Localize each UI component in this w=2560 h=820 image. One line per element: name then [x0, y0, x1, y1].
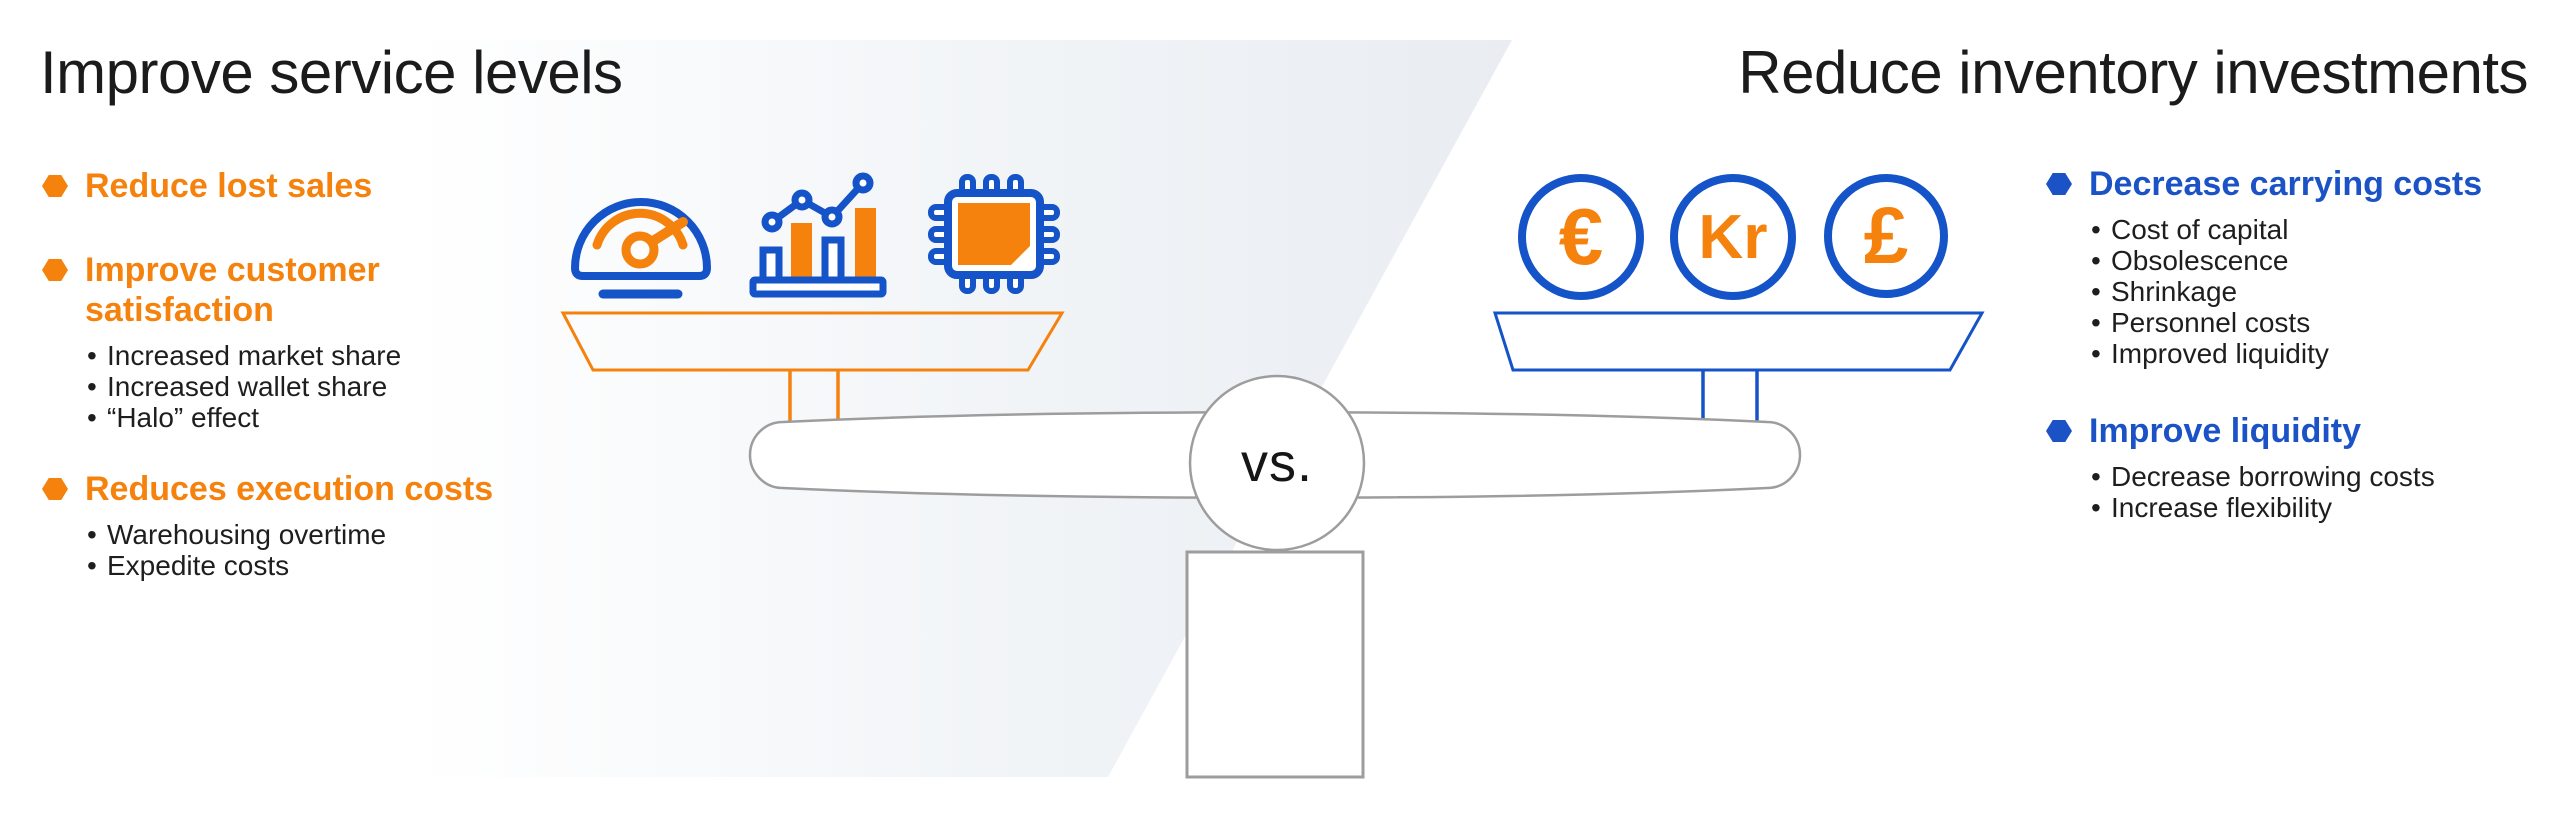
- hexagon-bullet-icon: [42, 175, 68, 197]
- hexagon-bullet-icon: [2046, 420, 2072, 442]
- krona-symbol: Kr: [1698, 202, 1768, 272]
- left-pan-stems: [788, 370, 840, 426]
- pound-coin-icon: [1824, 174, 1948, 298]
- list-item: Improve liquidity Decrease borrowing cos…: [2046, 411, 2546, 523]
- list-item: Reduces execution costs Warehousing over…: [42, 469, 602, 581]
- scale-pedestal: [1185, 550, 1365, 779]
- sub-bullet: Personnel costs: [2089, 307, 2482, 338]
- sub-bullet: Increased market share: [85, 340, 415, 371]
- hexagon-bullet-icon: [2046, 173, 2072, 195]
- krona-coin-icon: [1670, 174, 1796, 300]
- sub-bullet: Improved liquidity: [2089, 338, 2482, 369]
- sub-bullet: Warehousing overtime: [85, 519, 493, 550]
- left-bullet-list: Reduce lost sales Improve customer satis…: [42, 166, 602, 581]
- right-bullet-list: Decrease carrying costs Cost of capital …: [2046, 164, 2546, 523]
- right-pan-stems: [1701, 370, 1759, 426]
- sub-bullet: Shrinkage: [2089, 276, 2482, 307]
- sub-bullet: Increased wallet share: [85, 371, 415, 402]
- hexagon-bullet-icon: [42, 478, 68, 500]
- bar-chart-icon: [749, 172, 887, 298]
- sub-bullet: Increase flexibility: [2089, 492, 2435, 523]
- list-item: Decrease carrying costs Cost of capital …: [2046, 164, 2546, 369]
- pound-symbol: £: [1863, 191, 1909, 280]
- list-item: Reduce lost sales: [42, 166, 602, 206]
- euro-symbol: €: [1558, 192, 1604, 281]
- chip-icon: [928, 174, 1060, 294]
- list-item-title: Reduce lost sales: [85, 167, 373, 205]
- list-item-title: Decrease carrying costs: [2089, 165, 2483, 203]
- left-page-title: Improve service levels: [40, 39, 623, 106]
- sub-bullet: Expedite costs: [85, 550, 493, 581]
- list-item-title: Improve liquidity: [2089, 412, 2362, 450]
- sub-bullet: Obsolescence: [2089, 245, 2482, 276]
- vs-label: vs.: [1240, 433, 1313, 493]
- right-scale-pan: [1492, 311, 1985, 372]
- euro-coin-icon: [1518, 174, 1644, 300]
- sub-bullet: Cost of capital: [2089, 214, 2482, 245]
- sub-bullet: Decrease borrowing costs: [2089, 461, 2435, 492]
- list-item-title: Reduces execution costs: [85, 470, 494, 508]
- hexagon-bullet-icon: [42, 259, 68, 281]
- left-scale-pan: [560, 311, 1065, 372]
- right-page-title: Reduce inventory investments: [1738, 39, 2528, 106]
- list-item-title: Improve customer satisfaction: [85, 251, 380, 329]
- sub-bullet-list: Cost of capital Obsolescence Shrinkage P…: [2089, 214, 2482, 369]
- sub-bullet-list: Decrease borrowing costs Increase flexib…: [2089, 461, 2435, 523]
- speedometer-icon: [571, 198, 711, 299]
- sub-bullet-list: Warehousing overtime Expedite costs: [85, 519, 493, 581]
- list-item: Improve customer satisfaction Increased …: [42, 250, 602, 433]
- sub-bullet: “Halo” effect: [85, 402, 415, 433]
- sub-bullet-list: Increased market share Increased wallet …: [85, 340, 415, 433]
- vs-circle: [1188, 374, 1366, 552]
